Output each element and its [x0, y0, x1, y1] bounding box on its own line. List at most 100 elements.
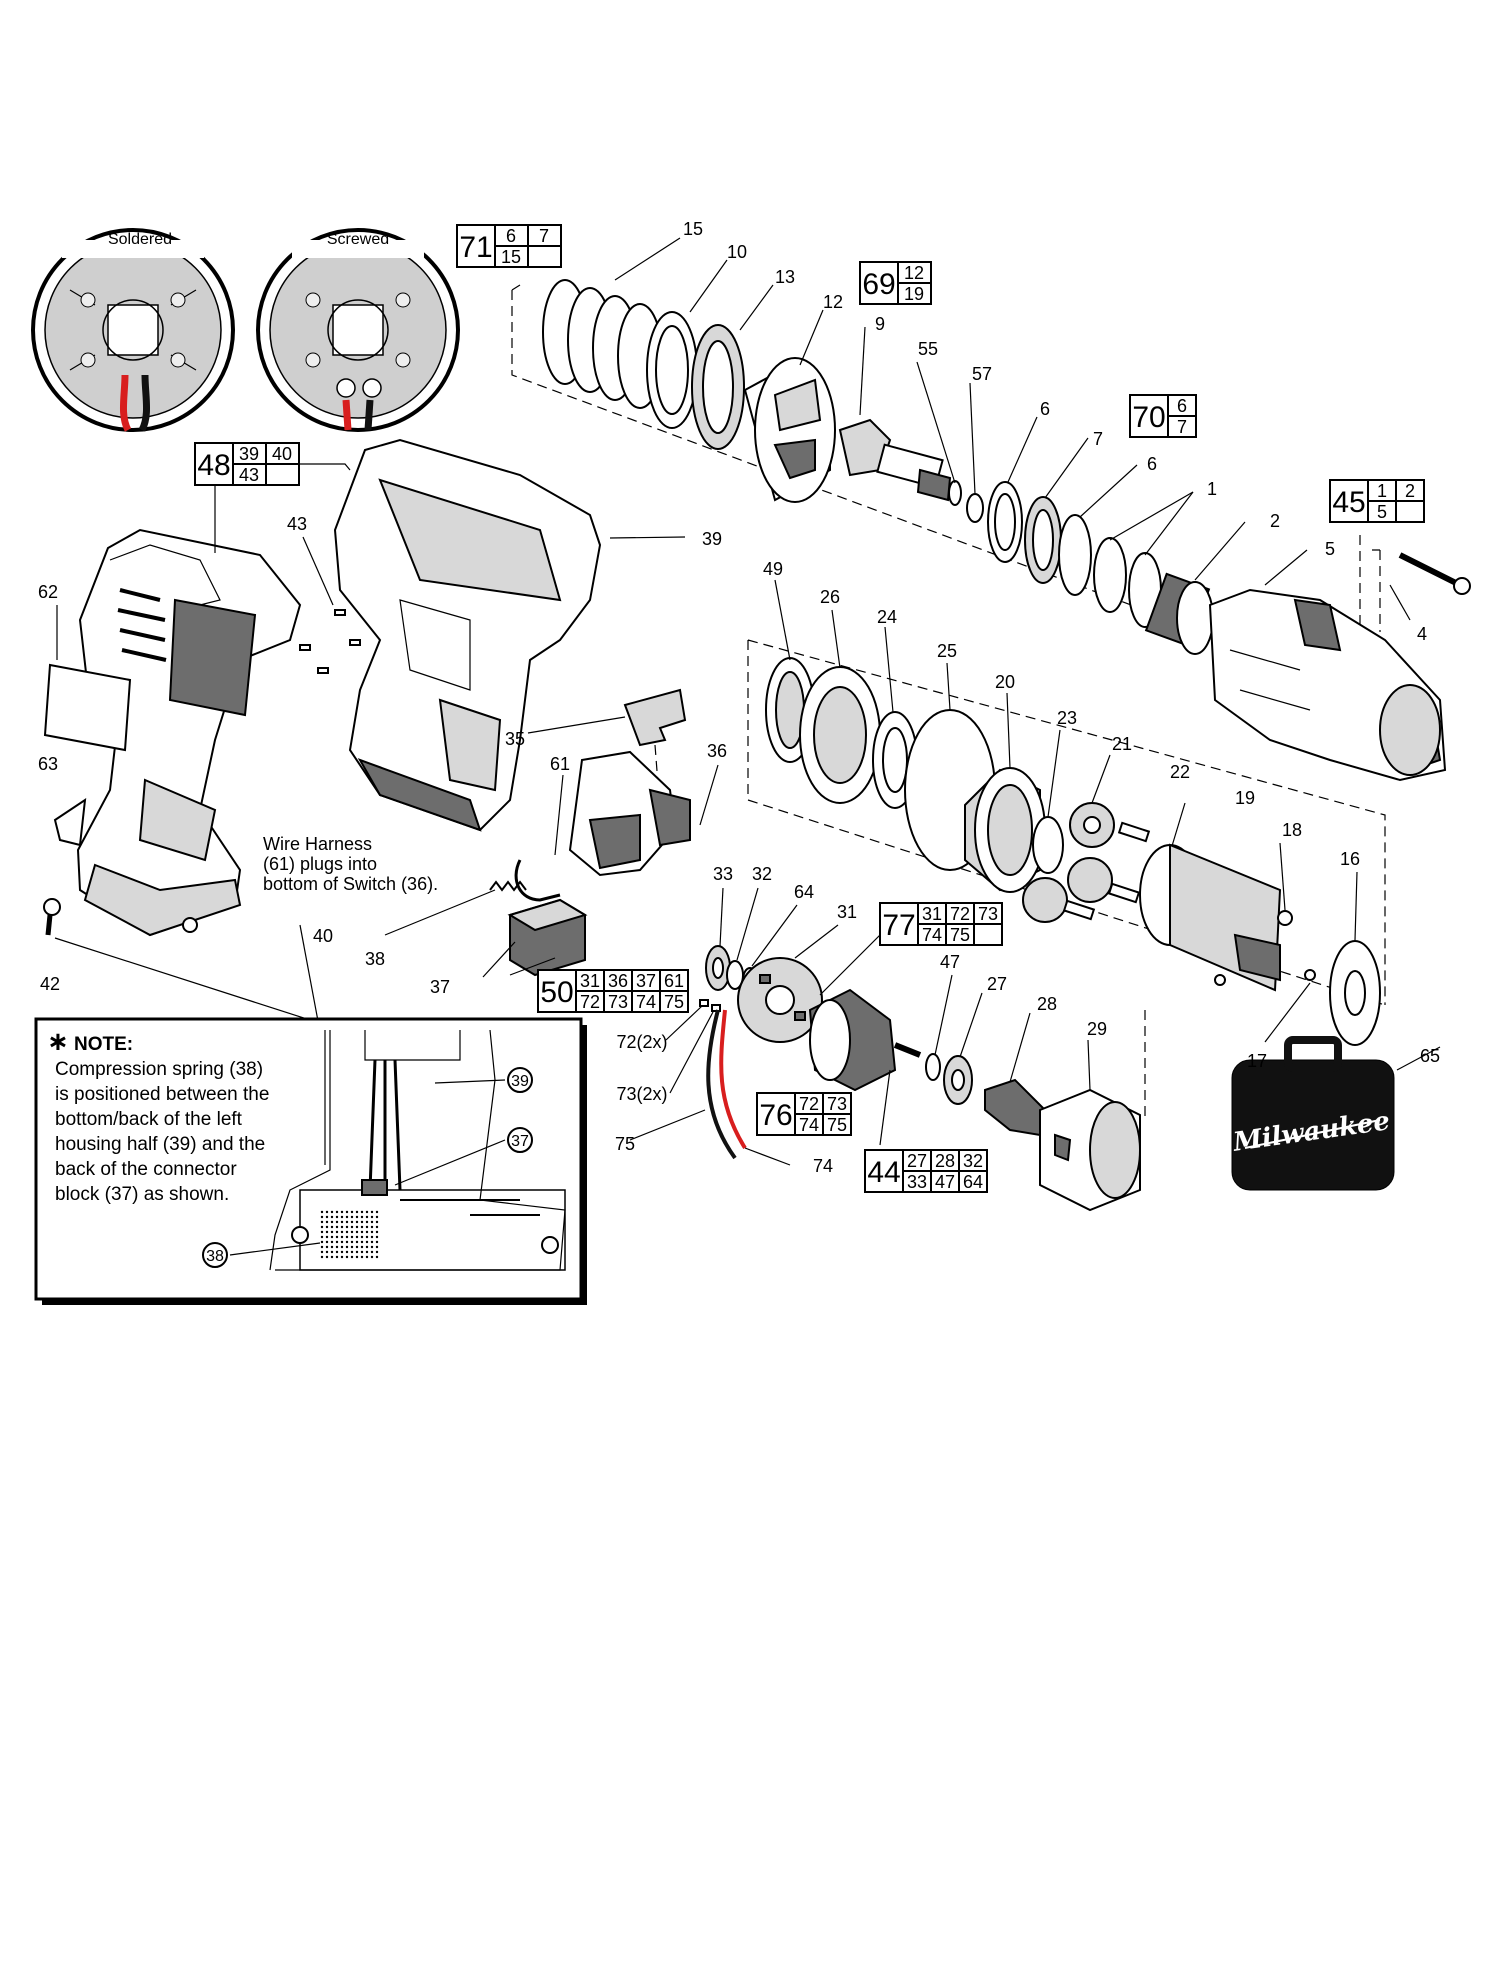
- wire-74: [719, 1009, 747, 1150]
- svg-text:28: 28: [935, 1151, 955, 1171]
- rotor-44: [808, 988, 922, 1092]
- svg-text:75: 75: [827, 1115, 847, 1135]
- o-ring-1a: [1093, 537, 1127, 613]
- callout-box-44: 44 27 28 32 33 47 64: [864, 1149, 988, 1193]
- note-callout-37: 37: [511, 1133, 529, 1150]
- callout-box-69: 69 12 19: [859, 261, 932, 305]
- callout-77-id: 77: [882, 909, 915, 942]
- washer-6b: [1058, 514, 1092, 596]
- ball-18: [1277, 910, 1293, 926]
- svg-text:Compression spring (38): Compression spring (38): [55, 1059, 263, 1080]
- forward-reverse-35: [623, 688, 687, 747]
- part-number-labels: 15 10 13 12 9 55 57 6 7 6 1 2 5 4 39 43 …: [38, 219, 1440, 1176]
- svg-text:7: 7: [1177, 417, 1187, 437]
- label-29: 29: [1087, 1019, 1107, 1039]
- svg-text:64: 64: [963, 1172, 983, 1192]
- svg-text:36: 36: [608, 971, 628, 991]
- label-13: 13: [775, 267, 795, 287]
- label-9: 9: [875, 314, 885, 334]
- svg-text:7: 7: [539, 226, 549, 246]
- connector-block-37: [507, 898, 588, 977]
- label-18: 18: [1282, 820, 1302, 840]
- wire-harness-61: [514, 859, 561, 902]
- label-28: 28: [1037, 994, 1057, 1014]
- svg-text:6: 6: [1177, 396, 1187, 416]
- svg-text:(61) plugs into: (61) plugs into: [263, 854, 377, 874]
- label-22: 22: [1170, 762, 1190, 782]
- label-33: 33: [713, 864, 733, 884]
- callout-box-48: 48 39 40 43: [194, 442, 300, 486]
- callout-48-id: 48: [197, 449, 230, 482]
- stator-29: [1039, 1088, 1141, 1212]
- callout-box-76: 76 72 73 74 75: [756, 1092, 852, 1136]
- callout-50-id: 50: [540, 976, 573, 1009]
- label-5: 5: [1325, 539, 1335, 559]
- label-10: 10: [727, 242, 747, 262]
- svg-text:43: 43: [239, 465, 259, 485]
- planet-gears-21: [1022, 802, 1115, 923]
- pinion-28: [984, 1078, 1047, 1137]
- label-21: 21: [1112, 734, 1132, 754]
- label-75: 75: [615, 1134, 635, 1154]
- label-4: 4: [1417, 624, 1427, 644]
- label-31: 31: [837, 902, 857, 922]
- label-25: 25: [937, 641, 957, 661]
- cam-carrier-19: [1139, 843, 1282, 992]
- bushing-2: [1144, 572, 1214, 655]
- detail-circle-screwed: Screwed: [256, 228, 460, 432]
- label-32: 32: [752, 864, 772, 884]
- callout-box-71: 71 6 7 15: [456, 224, 562, 268]
- detail-circle-soldered: Soldered: [31, 228, 235, 432]
- label-39: 39: [702, 529, 722, 549]
- svg-text:is positioned between the: is positioned between the: [55, 1084, 269, 1105]
- label-55: 55: [918, 339, 938, 359]
- wire-75: [706, 1009, 737, 1160]
- label-35: 35: [505, 729, 525, 749]
- svg-text:Wire Harness: Wire Harness: [263, 834, 372, 854]
- ball-55: [948, 480, 962, 506]
- label-36: 36: [707, 741, 727, 761]
- label-40: 40: [313, 926, 333, 946]
- terminal-72: [699, 999, 709, 1007]
- screwed-title: Screwed: [327, 231, 389, 248]
- callout-box-70: 70 6 7: [1129, 394, 1197, 438]
- label-16: 16: [1340, 849, 1360, 869]
- label-23: 23: [1057, 708, 1077, 728]
- label-49: 49: [763, 559, 783, 579]
- label-38: 38: [365, 949, 385, 969]
- label-19: 19: [1235, 788, 1255, 808]
- callout-box-45: 45 1 2 5: [1329, 479, 1425, 523]
- svg-text:73: 73: [978, 904, 998, 924]
- hammer-12: [743, 357, 836, 503]
- callout-box-50: 50 31 36 37 61 72 73 74 75: [537, 969, 689, 1013]
- housing-half-39: [333, 438, 602, 832]
- svg-text:5: 5: [1377, 502, 1387, 522]
- svg-text:74: 74: [922, 925, 942, 945]
- svg-text:72: 72: [580, 992, 600, 1012]
- svg-text:31: 31: [922, 904, 942, 924]
- svg-text:74: 74: [636, 992, 656, 1012]
- svg-text:block (37) as shown.: block (37) as shown.: [55, 1184, 229, 1205]
- svg-text:39: 39: [239, 444, 259, 464]
- note-callout-39: 39: [511, 1073, 529, 1090]
- carry-case-65: Milwaukee: [1230, 1036, 1395, 1191]
- callout-44-id: 44: [867, 1156, 900, 1189]
- svg-text:2: 2: [1405, 481, 1415, 501]
- svg-text:40: 40: [272, 444, 292, 464]
- label-73: 73(2x): [616, 1084, 667, 1104]
- svg-text:75: 75: [950, 925, 970, 945]
- label-7: 7: [1093, 429, 1103, 449]
- svg-text:6: 6: [506, 226, 516, 246]
- label-61: 61: [550, 754, 570, 774]
- callout-76-id: 76: [759, 1099, 792, 1132]
- svg-text:1: 1: [1377, 481, 1387, 501]
- asterisk-icon: ∗: [47, 1027, 69, 1057]
- callout-box-77: 77 31 72 73 74 75: [879, 902, 1003, 946]
- svg-text:bottom of Switch (36).: bottom of Switch (36).: [263, 874, 438, 894]
- svg-text:12: 12: [904, 263, 924, 283]
- pins-43: [299, 609, 361, 674]
- callout-69-id: 69: [862, 268, 895, 301]
- label-27: 27: [987, 974, 1007, 994]
- callout-45-id: 45: [1332, 486, 1365, 519]
